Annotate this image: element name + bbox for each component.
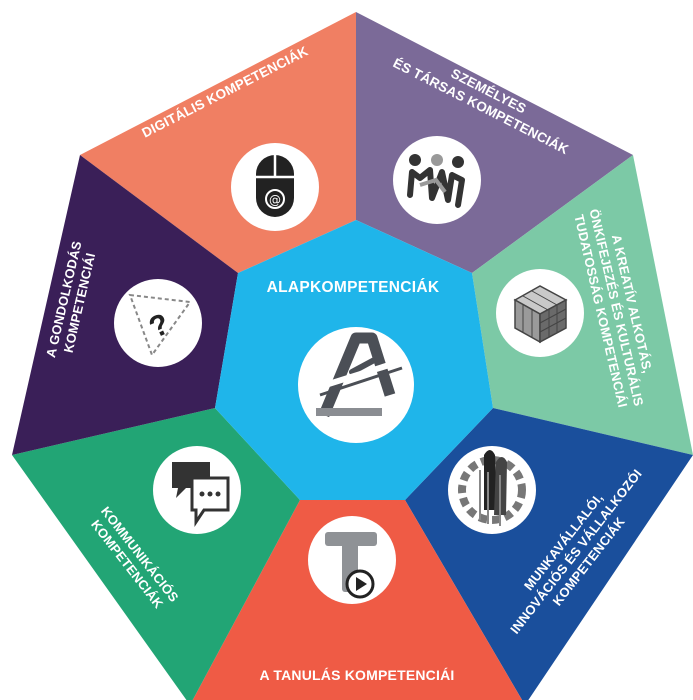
label-tanulas: A TANULÁS KOMPETENCIÁI [260,667,455,683]
people-connected-icon [393,136,481,224]
svg-text:@: @ [269,193,281,207]
rubik-cube-icon [496,269,584,357]
question-triangle-icon: ? [114,279,202,367]
label-tanulas-line-0: A TANULÁS KOMPETENCIÁI [260,667,455,683]
speech-bubbles-icon [153,446,241,534]
center-title: ALAPKOMPETENCIÁK [267,279,440,296]
letter-a-pen-icon [299,332,406,418]
letter-t-play-icon [308,516,396,604]
computer-mouse-at-icon: @ [231,143,319,231]
center-segment[interactable]: ALAPKOMPETENCIÁK [215,220,493,500]
gear-rocket-icon [448,446,536,534]
